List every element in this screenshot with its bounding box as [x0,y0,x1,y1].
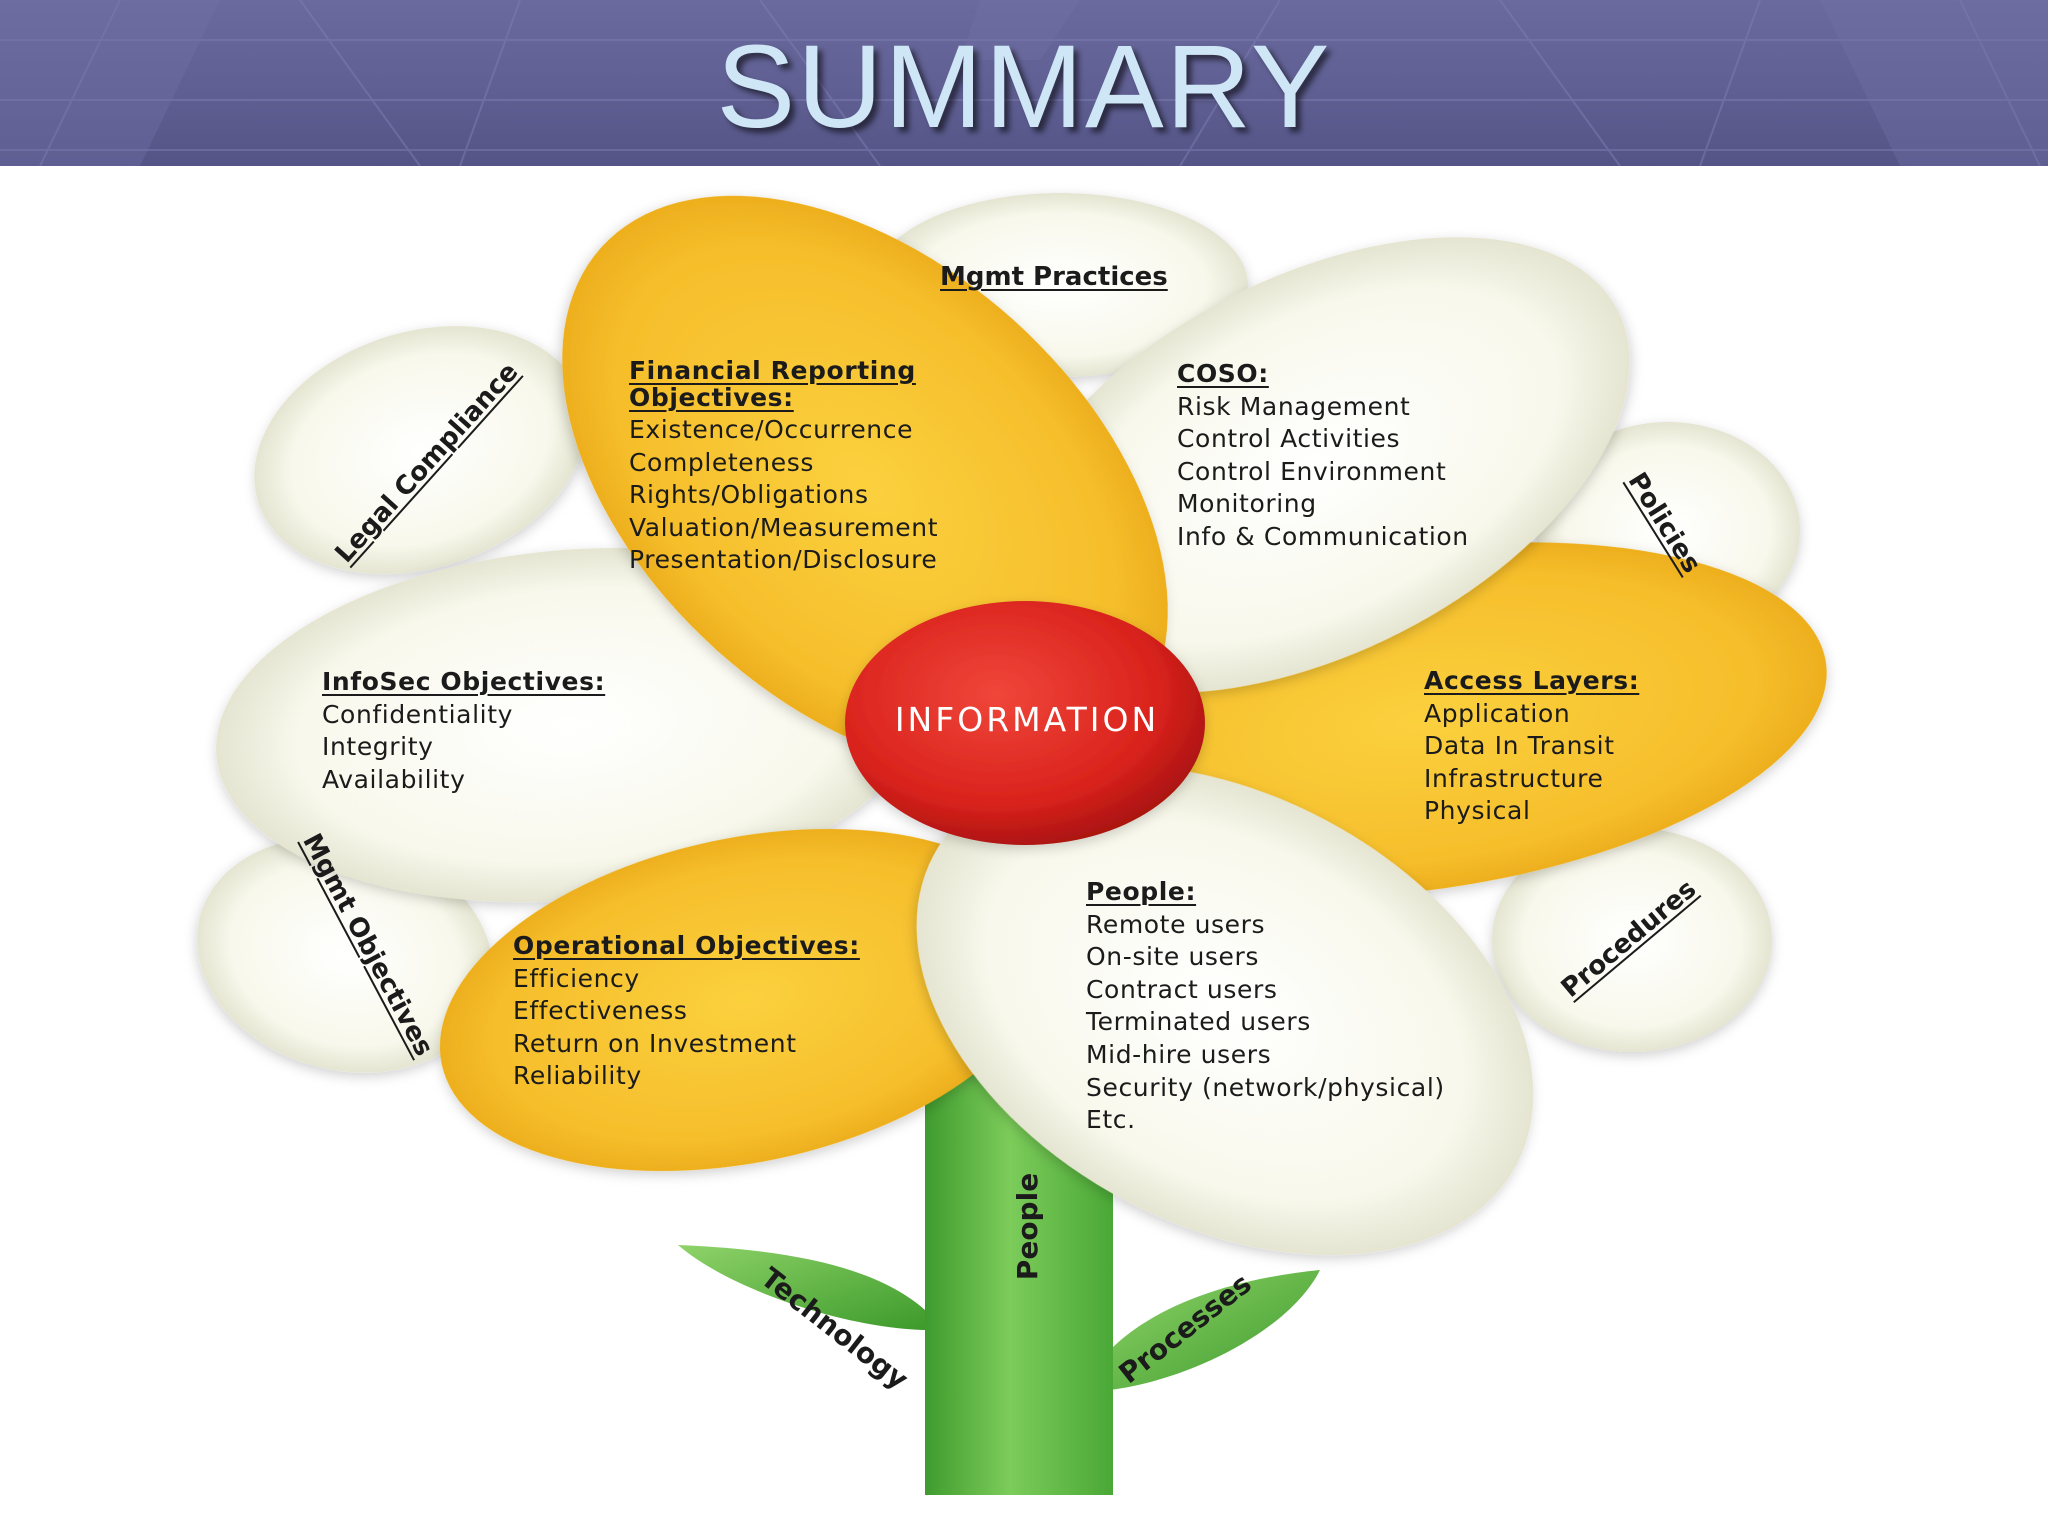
infosec-block: InfoSec Objectives: Confidentiality Inte… [322,666,605,796]
financial-item: Presentation/Disclosure [629,545,938,575]
right-leaf [1110,1270,1320,1390]
people-title: People: [1086,877,1197,906]
financial-item: Valuation/Measurement [629,512,939,542]
infosec-item: Integrity [322,732,434,762]
financial-title-line2: Objectives: [629,383,794,412]
coso-item: Info & Communication [1177,521,1469,551]
people-item: Contract users [1086,974,1278,1004]
infosec-title: InfoSec Objectives: [322,667,606,696]
financial-item: Rights/Obligations [629,480,869,510]
infosec-item: Confidentiality [322,699,513,729]
header-pattern [0,0,2048,166]
coso-item: Control Activities [1177,424,1401,454]
operational-item: Effectiveness [513,996,688,1026]
coso-item: Control Environment [1177,456,1447,486]
coso-item: Risk Management [1177,391,1411,421]
label-mgmt-practices: Mgmt Practices [940,262,1168,292]
people-item: Remote users [1086,909,1266,939]
petal-legal-compliance [254,326,586,574]
coso-item: Monitoring [1177,489,1317,519]
financial-title-line1: Financial Reporting [629,356,916,385]
access-title: Access Layers: [1424,666,1640,695]
slide-header: SUMMARY [0,0,2048,166]
financial-item: Existence/Occurrence [629,415,914,444]
left-leaf [678,1245,930,1330]
people-item: On-site users [1086,942,1259,972]
slide-title: SUMMARY [716,21,1332,153]
petal-procedures [1492,828,1772,1052]
people-item: Security (network/physical) [1086,1072,1445,1102]
operational-item: Return on Investment [513,1028,797,1058]
access-item: Application [1424,698,1571,728]
people-item: Etc. [1086,1105,1136,1135]
operational-item: Reliability [513,1061,642,1091]
access-item: Physical [1424,796,1531,826]
label-stem-people: People [1011,1172,1045,1281]
center-label: INFORMATION [894,700,1160,739]
flower-center [845,601,1205,845]
petal-operational [439,828,1051,1172]
access-block: Access Layers: Application Data In Trans… [1424,665,1639,828]
petal-mgmt-objectives [197,837,493,1073]
petal-people [916,764,1534,1256]
operational-item: Efficiency [513,963,640,993]
infosec-item: Availability [322,764,466,794]
financial-block: Financial Reporting Objectives: Existenc… [629,358,938,577]
access-item: Data In Transit [1424,731,1615,761]
operational-title: Operational Objectives: [513,931,860,960]
people-block: People: Remote users On-site users Contr… [1086,876,1445,1137]
people-item: Terminated users [1086,1007,1311,1037]
people-item: Mid-hire users [1086,1039,1272,1069]
operational-block: Operational Objectives: Efficiency Effec… [513,930,860,1093]
coso-title: COSO: [1177,359,1269,388]
financial-item: Completeness [629,447,814,477]
access-item: Infrastructure [1424,763,1604,793]
coso-block: COSO: Risk Management Control Activities… [1177,358,1469,554]
